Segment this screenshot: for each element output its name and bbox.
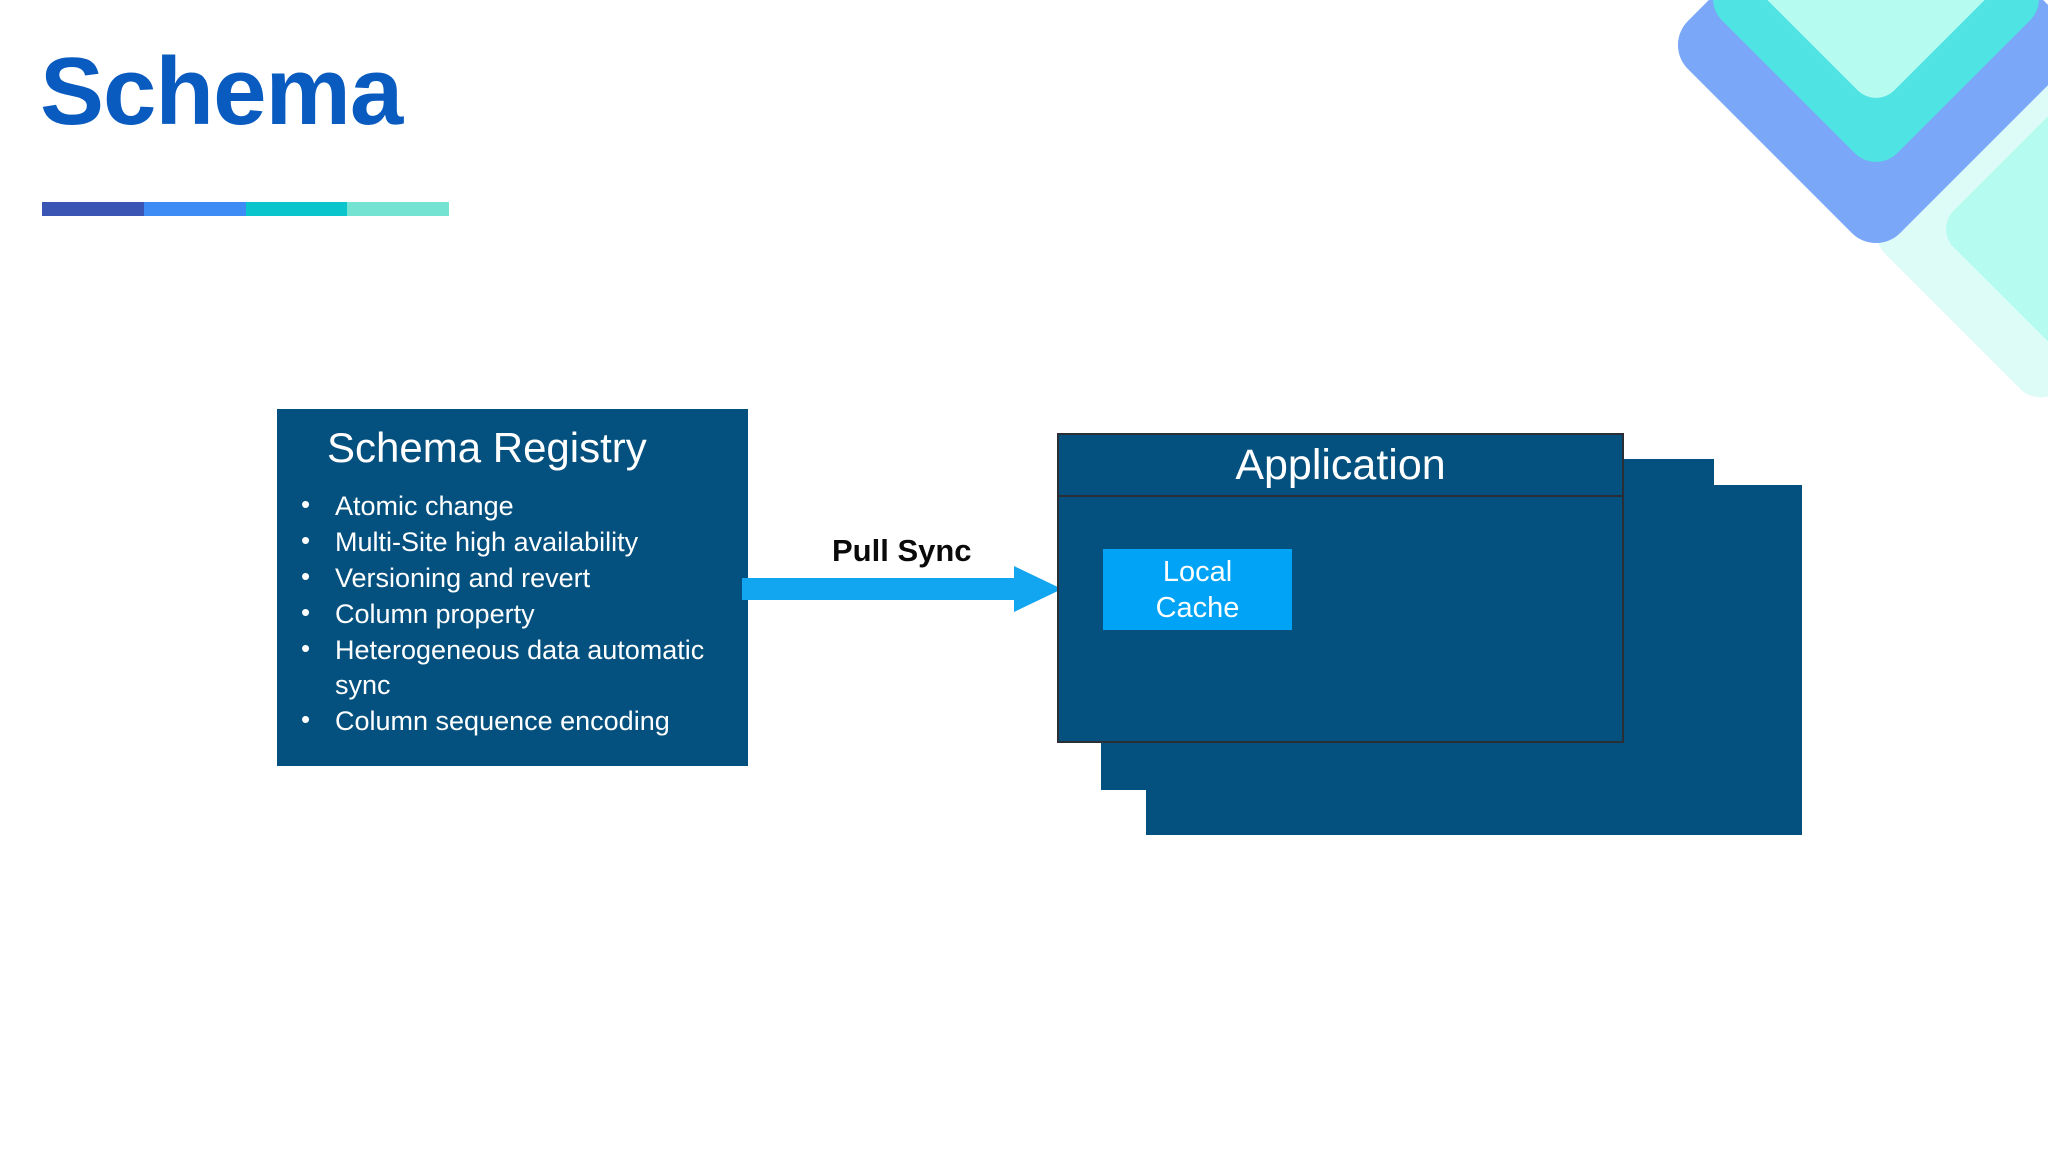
list-item: Column property xyxy=(299,595,726,632)
application-title: Application xyxy=(1235,440,1446,489)
cyan-diamond-icon xyxy=(1700,0,2048,175)
pale-outer-diamond-icon xyxy=(1864,56,2048,410)
list-item: Versioning and revert xyxy=(299,559,726,596)
list-item: Multi-Site high availability xyxy=(299,523,726,560)
application-card-front: Application Local Cache xyxy=(1057,433,1624,743)
accent-segment-mint xyxy=(347,202,449,216)
local-cache-box: Local Cache xyxy=(1103,549,1292,630)
list-item: Atomic change xyxy=(299,487,726,524)
application-header: Application xyxy=(1059,435,1622,497)
schema-registry-title: Schema Registry xyxy=(327,424,647,471)
local-cache-line-2: Cache xyxy=(1155,591,1240,624)
schema-registry-box: Schema Registry Atomic change Multi-Site… xyxy=(277,409,748,766)
pull-sync-label: Pull Sync xyxy=(832,533,972,568)
accent-segment-indigo xyxy=(42,202,144,216)
pale-inner-diamond-icon xyxy=(1935,83,2048,375)
chevron-decoration xyxy=(1488,0,2048,430)
list-item: Column sequence encoding xyxy=(299,702,726,739)
local-cache-line-1: Local xyxy=(1162,555,1233,588)
application-body: Local Cache xyxy=(1059,497,1622,745)
schema-registry-feature-list: Atomic change Multi-Site high availabili… xyxy=(299,487,726,739)
mint-diamond-icon xyxy=(1730,0,2022,109)
accent-bar xyxy=(42,202,449,216)
accent-segment-blue xyxy=(143,202,246,216)
blue-diamond-icon xyxy=(1663,0,2048,258)
page-title: Schema xyxy=(40,38,403,145)
list-item: Heterogeneous data automatic sync xyxy=(299,631,726,703)
right-arrow-icon xyxy=(742,566,1062,612)
accent-segment-teal xyxy=(245,202,348,216)
